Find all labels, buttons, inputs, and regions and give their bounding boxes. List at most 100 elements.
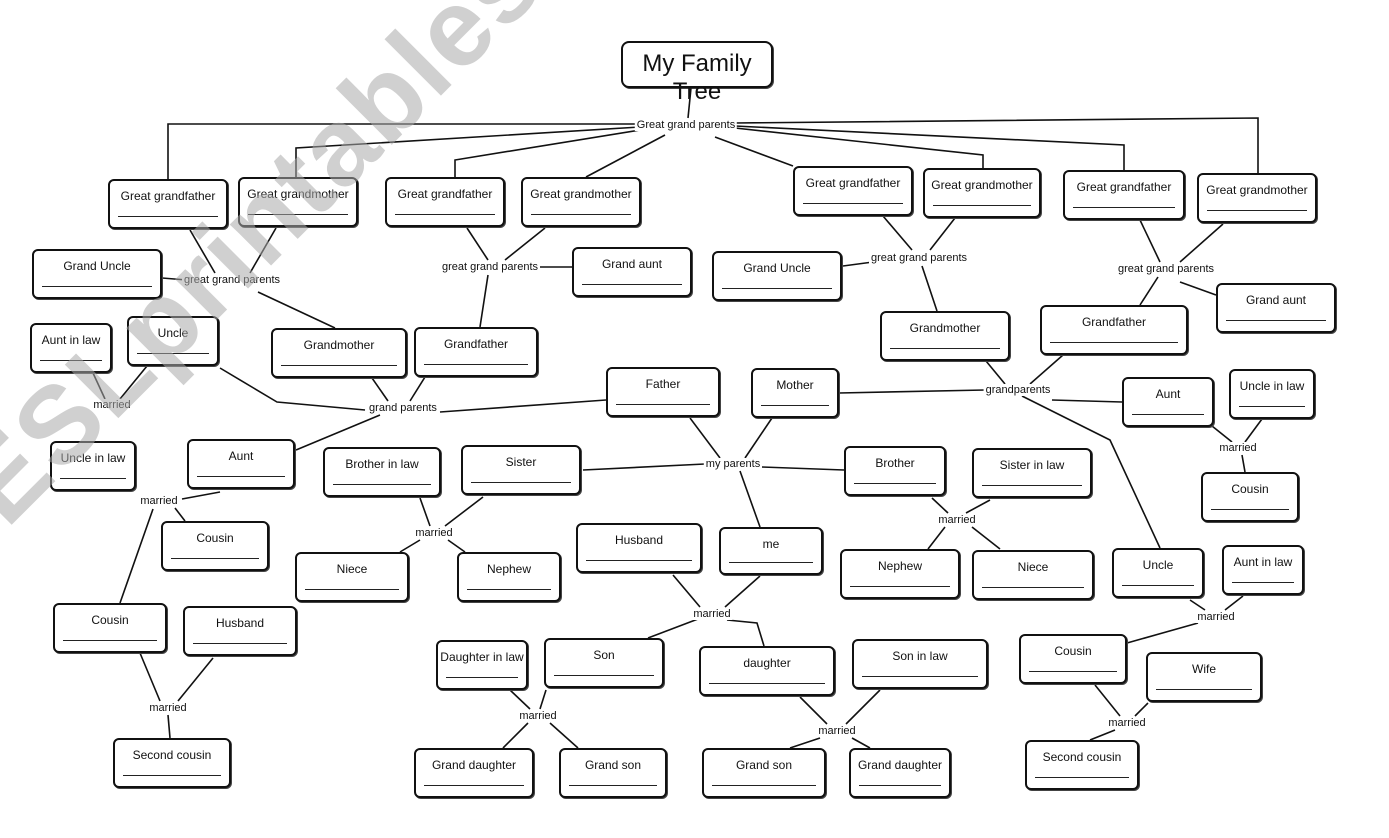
connector-line xyxy=(1094,684,1121,717)
connector-line xyxy=(119,508,154,604)
name-blank-line[interactable] xyxy=(586,560,692,561)
name-blank-line[interactable] xyxy=(197,476,285,477)
name-blank-line[interactable] xyxy=(982,587,1084,588)
family-member-box: Mother xyxy=(751,368,839,418)
family-member-box: Cousin xyxy=(1019,634,1127,684)
name-blank-line[interactable] xyxy=(933,205,1031,206)
connector-line xyxy=(744,417,773,459)
name-blank-line[interactable] xyxy=(854,483,936,484)
name-blank-line[interactable] xyxy=(531,214,631,215)
connector-line xyxy=(439,399,607,413)
name-blank-line[interactable] xyxy=(1122,585,1194,586)
name-blank-line[interactable] xyxy=(616,404,710,405)
name-blank-line[interactable] xyxy=(123,775,221,776)
name-blank-line[interactable] xyxy=(722,288,832,289)
member-label: Second cousin xyxy=(132,748,212,762)
name-blank-line[interactable] xyxy=(712,785,816,786)
family-member-box: Great grandmother xyxy=(923,168,1041,218)
name-blank-line[interactable] xyxy=(1132,414,1204,415)
name-blank-line[interactable] xyxy=(1239,406,1305,407)
name-blank-line[interactable] xyxy=(1035,777,1129,778)
name-blank-line[interactable] xyxy=(569,785,657,786)
connector-line xyxy=(509,689,531,710)
name-blank-line[interactable] xyxy=(1156,689,1252,690)
name-blank-line[interactable] xyxy=(1073,207,1175,208)
name-blank-line[interactable] xyxy=(467,589,551,590)
connector-line xyxy=(921,265,938,312)
member-label: Sister xyxy=(505,455,537,469)
name-blank-line[interactable] xyxy=(333,484,431,485)
connector-line xyxy=(724,575,761,608)
connector-line xyxy=(1224,595,1244,611)
name-blank-line[interactable] xyxy=(395,214,495,215)
family-member-box: Niece xyxy=(295,552,409,602)
name-blank-line[interactable] xyxy=(1029,671,1117,672)
connector-line xyxy=(444,496,484,527)
family-member-box: Uncle in law xyxy=(1229,369,1315,419)
connector-line xyxy=(504,227,546,261)
name-blank-line[interactable] xyxy=(424,785,524,786)
member-label: Aunt in law xyxy=(1233,555,1293,569)
name-blank-line[interactable] xyxy=(761,405,829,406)
family-member-box: Grand daughter xyxy=(849,748,951,798)
family-member-box: Grand daughter xyxy=(414,748,534,798)
name-blank-line[interactable] xyxy=(137,353,209,354)
member-label: Brother xyxy=(875,456,915,470)
member-label: Cousin xyxy=(91,613,129,627)
connector-line xyxy=(931,497,949,514)
name-blank-line[interactable] xyxy=(862,676,978,677)
name-blank-line[interactable] xyxy=(193,643,287,644)
member-label: Grand Uncle xyxy=(63,259,131,273)
name-blank-line[interactable] xyxy=(60,478,126,479)
connector-line xyxy=(838,389,986,394)
name-blank-line[interactable] xyxy=(709,683,825,684)
member-label: Great grandmother xyxy=(247,187,349,201)
connector-line xyxy=(799,696,828,725)
name-blank-line[interactable] xyxy=(890,348,1000,349)
connector-line xyxy=(189,229,216,274)
connector-line xyxy=(1241,454,1246,473)
name-blank-line[interactable] xyxy=(171,558,259,559)
name-blank-line[interactable] xyxy=(582,284,682,285)
relation-label: married xyxy=(691,608,733,620)
name-blank-line[interactable] xyxy=(729,562,813,563)
connector-line xyxy=(647,618,699,639)
name-blank-line[interactable] xyxy=(850,586,950,587)
name-blank-line[interactable] xyxy=(1211,509,1289,510)
connector-line xyxy=(851,737,871,749)
connector-line xyxy=(167,123,640,179)
member-label: Uncle xyxy=(1142,558,1174,572)
name-blank-line[interactable] xyxy=(281,365,397,366)
relation-label: great grand parents xyxy=(868,252,970,264)
member-label: Great grandmother xyxy=(1206,183,1308,197)
name-blank-line[interactable] xyxy=(803,203,903,204)
name-blank-line[interactable] xyxy=(1050,342,1178,343)
name-blank-line[interactable] xyxy=(446,677,518,678)
name-blank-line[interactable] xyxy=(248,214,348,215)
name-blank-line[interactable] xyxy=(859,785,941,786)
connector-line xyxy=(687,87,692,119)
family-member-box: Great grandmother xyxy=(238,177,358,227)
relation-label: great grand parents xyxy=(181,274,283,286)
member-label: Husband xyxy=(215,616,265,630)
name-blank-line[interactable] xyxy=(1207,210,1307,211)
name-blank-line[interactable] xyxy=(42,286,152,287)
name-blank-line[interactable] xyxy=(424,364,528,365)
name-blank-line[interactable] xyxy=(118,216,218,217)
name-blank-line[interactable] xyxy=(1232,582,1294,583)
connector-line xyxy=(971,526,1001,550)
name-blank-line[interactable] xyxy=(554,675,654,676)
member-label: Great grandmother xyxy=(530,187,632,201)
member-label: Uncle xyxy=(157,326,189,340)
member-label: me xyxy=(762,537,780,551)
name-blank-line[interactable] xyxy=(63,640,157,641)
name-blank-line[interactable] xyxy=(982,485,1082,486)
name-blank-line[interactable] xyxy=(471,482,571,483)
family-member-box: Aunt xyxy=(187,439,295,489)
member-label: Uncle in law xyxy=(60,451,126,465)
connector-line xyxy=(174,507,186,522)
name-blank-line[interactable] xyxy=(305,589,399,590)
name-blank-line[interactable] xyxy=(40,360,102,361)
name-blank-line[interactable] xyxy=(1226,320,1326,321)
relation-label: my parents xyxy=(703,458,763,470)
